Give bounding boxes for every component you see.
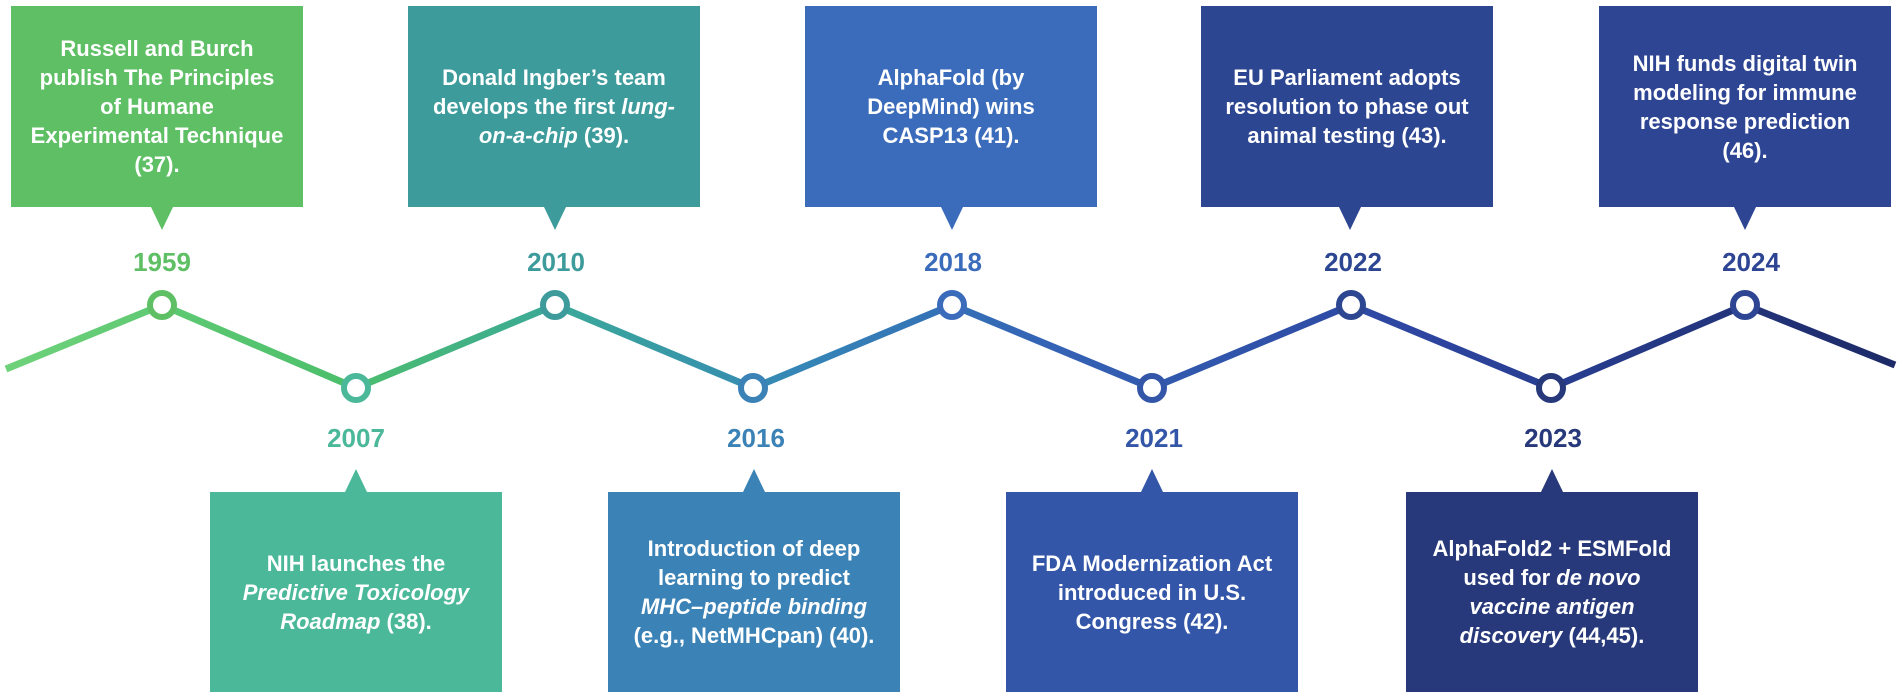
timeline-node-2024 [1730, 290, 1760, 320]
pointer-arrow-icon [151, 207, 173, 230]
timeline-node-1959 [147, 290, 177, 320]
event-card-2022: EU Parliament adopts resolution to phase… [1201, 6, 1493, 207]
year-label-2007: 2007 [327, 423, 385, 453]
year-label-1959: 1959 [133, 247, 191, 277]
pointer-arrow-icon [345, 469, 367, 492]
pointer-arrow-icon [1734, 207, 1756, 230]
year-label-2021: 2021 [1125, 423, 1183, 453]
event-text: Introduction of deep learning to predict… [633, 536, 875, 648]
event-card-1959: Russell and Burch publish The Principles… [11, 6, 303, 207]
year-label-2018: 2018 [924, 247, 982, 277]
event-card-2023: AlphaFold2 + ESMFold used for de novo va… [1406, 492, 1698, 692]
pointer-arrow-icon [544, 207, 566, 230]
pointer-arrow-icon [1141, 469, 1163, 492]
pointer-arrow-icon [941, 207, 963, 230]
pointer-arrow-icon [1541, 469, 1563, 492]
event-card-2010: Donald Ingber’s team develops the first … [408, 6, 700, 207]
event-text: EU Parliament adopts resolution to phase… [1225, 65, 1469, 148]
timeline-node-2007 [341, 373, 371, 403]
timeline-node-2021 [1137, 373, 1167, 403]
event-text: NIH funds digital twin modeling for immu… [1632, 50, 1858, 163]
year-label-2022: 2022 [1324, 247, 1382, 277]
timeline-node-2016 [738, 373, 768, 403]
event-text: Donald Ingber’s team develops the first … [432, 65, 676, 148]
year-label-2023: 2023 [1524, 423, 1582, 453]
year-label-2010: 2010 [527, 247, 585, 277]
timeline-node-2023 [1536, 373, 1566, 403]
event-card-2018: AlphaFold (by DeepMind) wins CASP13 (41)… [805, 6, 1097, 207]
year-label-2024: 2024 [1722, 247, 1780, 277]
event-text: AlphaFold2 + ESMFold used for de novo va… [1432, 536, 1672, 648]
event-card-2021: FDA Modernization Act introduced in U.S.… [1006, 492, 1298, 692]
event-text: NIH launches the Predictive Toxicology R… [242, 550, 470, 634]
event-text: AlphaFold (by DeepMind) wins CASP13 (41)… [867, 65, 1035, 148]
timeline-node-2022 [1336, 290, 1366, 320]
timeline-node-2010 [540, 290, 570, 320]
event-text: FDA Modernization Act introduced in U.S.… [1031, 550, 1273, 634]
event-card-2024: NIH funds digital twin modeling for immu… [1599, 6, 1891, 207]
event-card-2016: Introduction of deep learning to predict… [608, 492, 900, 692]
event-card-2007: NIH launches the Predictive Toxicology R… [210, 492, 502, 692]
pointer-arrow-icon [1339, 207, 1361, 230]
pointer-arrow-icon [743, 469, 765, 492]
year-label-2016: 2016 [727, 423, 785, 453]
event-text: Russell and Burch publish The Principles… [30, 36, 284, 177]
timeline-node-2018 [937, 290, 967, 320]
